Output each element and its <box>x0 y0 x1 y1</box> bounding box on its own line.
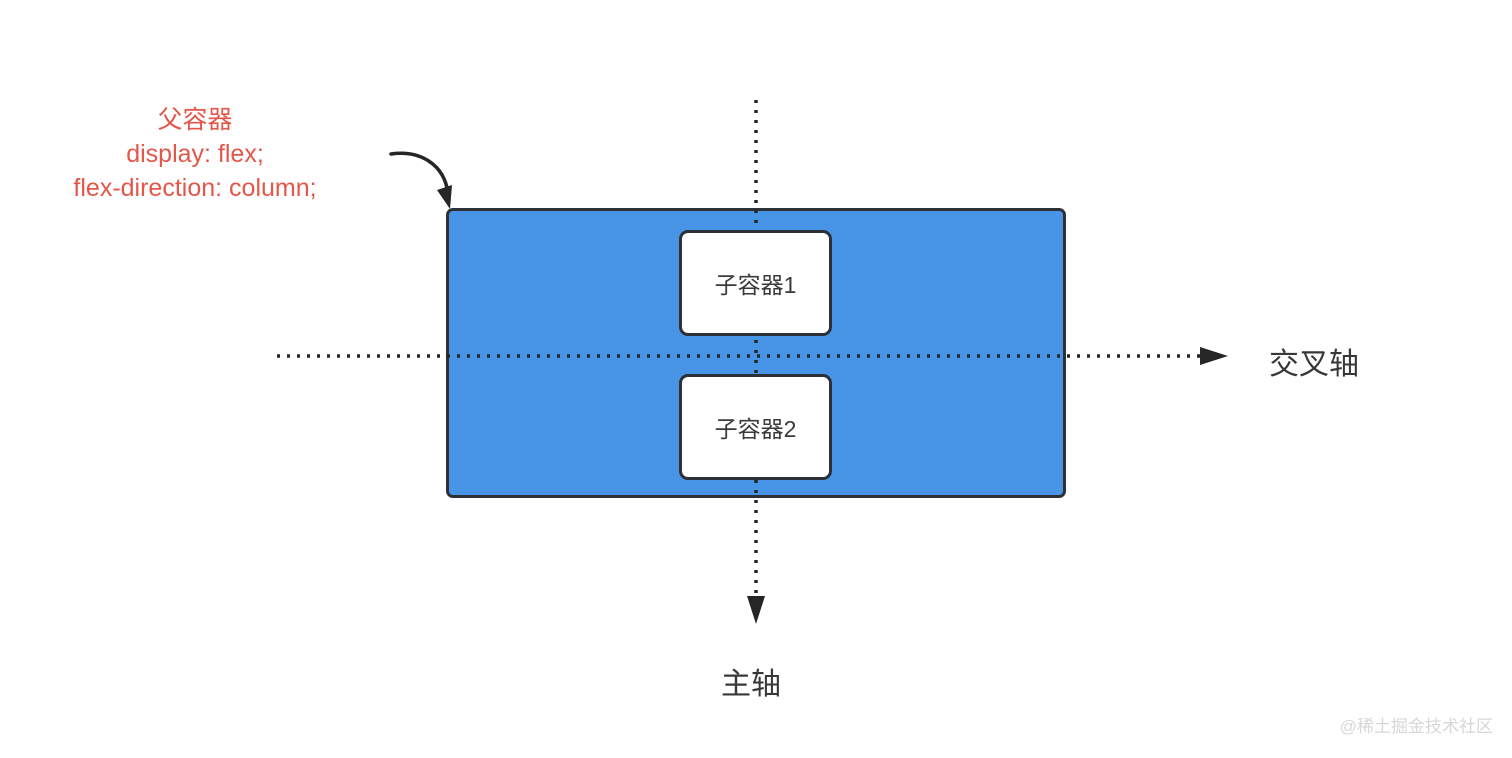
annotation-line-flex-direction: flex-direction: column; <box>73 174 317 202</box>
annotation-line-display-flex: display: flex; <box>126 140 264 168</box>
cross-axis-arrowhead-icon <box>1200 347 1228 365</box>
annotation-arrow-line <box>389 151 450 195</box>
child-container-1-label: 子容器1 <box>714 272 797 298</box>
annotation-arrowhead-icon <box>437 185 452 209</box>
cross-axis-label: 交叉轴 <box>1269 348 1359 381</box>
parent-annotation: 父容器 display: flex; flex-direction: colum… <box>0 103 390 205</box>
main-axis-arrowhead-icon <box>747 596 765 624</box>
main-axis-label: 主轴 <box>721 668 781 701</box>
watermark: @稀土掘金技术社区 <box>1339 717 1493 736</box>
annotation-line-parent: 父容器 <box>157 106 233 134</box>
child-container-2: 子容器2 <box>679 374 832 480</box>
child-container-1: 子容器1 <box>679 230 832 336</box>
child-container-2-label: 子容器2 <box>714 416 797 442</box>
